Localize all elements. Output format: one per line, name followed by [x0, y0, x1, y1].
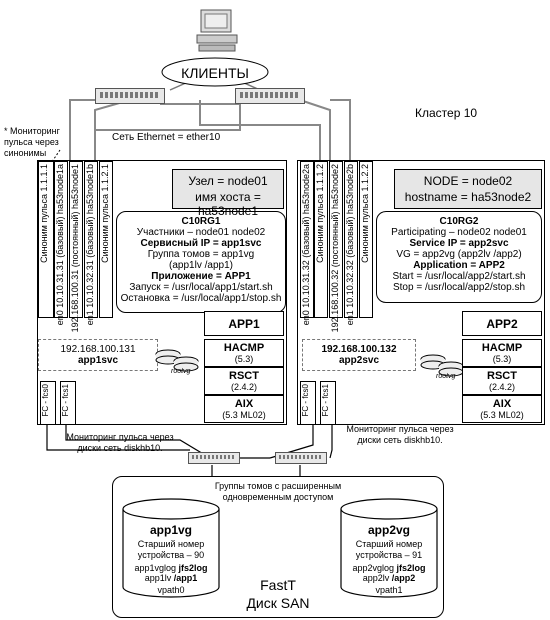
node1-stack-hacmp: HACMP (5.3): [204, 339, 284, 367]
node2-fc-fcs1: FC - fcs1: [320, 381, 336, 425]
disk-heartbeat-left: Мониторинг пульса через диски сеть diskh…: [66, 432, 174, 453]
san-title-2: Диск SAN: [246, 595, 310, 611]
node2-resource-group: C10RG2 Participating – node02 node01 Ser…: [376, 211, 542, 303]
san-switch-right: [275, 452, 327, 464]
node2-vlabel-en1: en1 10.10.32.32 (базовый) ha53node2b: [344, 161, 358, 325]
node1-rootvg-icon: rootvg: [153, 346, 203, 376]
node2-stack-hacmp: HACMP (5.3): [462, 339, 542, 367]
node2-alias-left: Синоним пульса 1.1.1.2: [314, 161, 328, 318]
san-storage: Группы томов с расширенным одновременным…: [112, 476, 444, 618]
ethernet-label: Сеть Ethernet = ether10: [112, 132, 221, 143]
node1-stack-rsct: RSCT (2.4.2): [204, 367, 284, 395]
node1-alias-left: Синоним пульса 1.1.1.1: [38, 161, 54, 318]
clients-label: КЛИЕНТЫ: [181, 65, 249, 81]
node1-fc-fcs1: FC - fcs1: [60, 381, 76, 425]
node1-resource-group: C10RG1 Участники – node01 node02 Сервисн…: [116, 211, 286, 313]
ethernet-switch-right: [235, 88, 305, 104]
node1-box: Синоним пульса 1.1.1.1 en0 10.10.31.31 (…: [37, 160, 287, 425]
san-title-1: FastT: [260, 577, 296, 593]
node2-alias-right: Синоним пульса 1.1.2.2: [359, 161, 373, 318]
shared-vg-label: Группы томов с расширенным одновременным…: [214, 481, 342, 502]
node2-service-ip: 192.168.100.132 app2svc: [302, 339, 416, 371]
node1-fc-fcs0: FC - fcs0: [40, 381, 56, 425]
node1-stack-app: APP1: [204, 311, 284, 336]
client-computer-icon: [195, 8, 240, 53]
node2-stack-rsct: RSCT (2.4.2): [462, 367, 542, 395]
node2-stack-aix: AIX (5.3 ML02): [462, 395, 542, 423]
node2-fc-fcs0: FC - fcs0: [300, 381, 316, 425]
node1-title: Узел = node01 имя хоста = ha53node1: [172, 169, 284, 218]
cluster-label: Кластер 10: [415, 106, 478, 120]
node2-stack-app: APP2: [462, 311, 542, 336]
node1-alias-right: Синоним пульса 1.1.2.1: [99, 161, 113, 318]
heartbeat-note: * Мониторинг пульса через синонимы: [4, 126, 60, 158]
san-switch-left: [188, 452, 240, 464]
node1-stack-aix: AIX (5.3 ML02): [204, 395, 284, 423]
node1-service-ip: 192.168.100.131 app1svc: [38, 339, 158, 371]
disk-heartbeat-right: Мониторинг пульса через диски сеть diskh…: [346, 424, 454, 445]
san-vg1: app1vg Старший номер устройства – 90 app…: [121, 495, 221, 599]
san-vg2: app2vg Старший номер устройства – 91 app…: [339, 495, 439, 599]
node1-vlabel-persistent: 192.168.100.31 (постоянный) ha53node1: [69, 161, 83, 332]
node1-vlabel-en0: en0 10.10.31.31 (базовый) ha53node1a: [54, 161, 68, 325]
node2-rootvg-icon: rootvg: [418, 351, 468, 381]
node2-vlabel-en0: en0 10.10.31.32 (базовый) ha53node2a: [300, 161, 314, 325]
node1-vlabel-en1: en1 10.10.32.31 (базовый) ha53node1b: [84, 161, 98, 325]
clients-cloud: КЛИЕНТЫ: [160, 56, 270, 88]
node2-vlabel-persistent: 192.168.100.32 (постоянный) ha53node2: [329, 161, 343, 332]
node2-title: NODE = node02 hostname = ha53node2: [394, 169, 542, 209]
node2-box: en0 10.10.31.32 (базовый) ha53node2a Син…: [297, 160, 545, 425]
ethernet-switch-left: [95, 88, 165, 104]
